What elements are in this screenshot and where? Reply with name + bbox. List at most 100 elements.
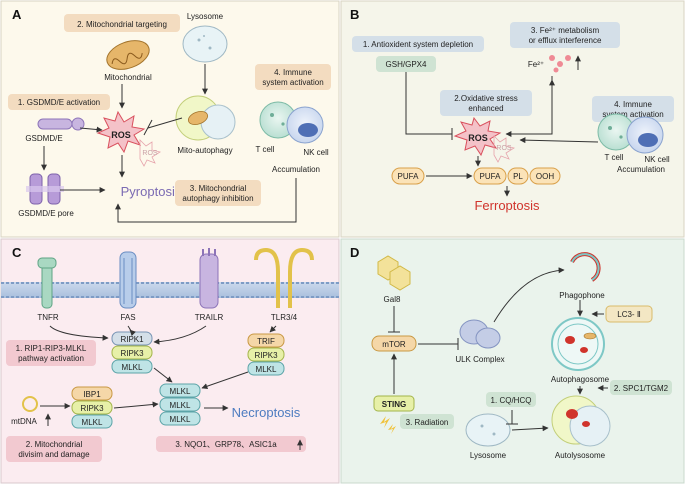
gsdmd-pore-label: GSDMD/E pore [18, 209, 74, 218]
pl-label: PL [513, 172, 523, 181]
lysosome-icon-d [465, 413, 511, 447]
gsh-gpx4-label: GSH/GPX4 [386, 60, 427, 69]
antioxidant-label: 1. Antioxident system depletion [363, 40, 473, 49]
fas-receptor-icon [119, 251, 137, 309]
ooh-label: OOH [536, 172, 554, 181]
immune-label-box-a [255, 64, 331, 90]
ibp1-pill [71, 386, 113, 401]
ripk3-label-b: RIPK3 [254, 351, 278, 360]
panel-b-letter: B [350, 7, 359, 22]
mtdna-label: mtDNA [11, 417, 37, 426]
mito-autophagy-label: Mito-autophagy [177, 146, 232, 155]
mitochondrial-label: Mitochondrial [104, 73, 152, 82]
fe-metabolism-label-box [510, 22, 620, 48]
gsdmd-activation-label-box [8, 94, 110, 110]
pl-pill [507, 167, 529, 185]
ros-ghost-label-a: ROS [142, 150, 158, 157]
pufa-left-label: PUFA [398, 172, 420, 181]
panel-a-letter: A [12, 7, 22, 22]
mlkl-pill-b [247, 361, 285, 376]
mlkl-label: MLKL [122, 363, 143, 372]
ros-ghost-label-b: ROS [496, 145, 512, 152]
panel-d-arrows [388, 267, 608, 432]
sting-box [373, 395, 415, 412]
lc3-box [605, 305, 653, 323]
ulk-complex-label: ULK Complex [455, 355, 504, 364]
fe2-label: Fe²⁺ [528, 60, 544, 69]
gsdmd-pore-icon [26, 173, 64, 205]
cq-hcq-label: 1. CQ/HCQ [491, 396, 532, 405]
oxidative-stress-line2: enhanced [468, 104, 503, 113]
ripk1-label: RIPK1 [120, 335, 144, 344]
ros-label-a: ROS [111, 130, 131, 140]
ripk3-pill-b [247, 347, 285, 362]
panel-c-arrows [40, 325, 277, 411]
autolysosome-icon [551, 395, 611, 447]
lysosome-label-d: Lysosome [470, 451, 507, 460]
autolysosome-label: Autolysosome [555, 451, 606, 460]
mlkl-oligomer-2 [159, 397, 201, 412]
rip-pathway-line2: pathway activation [18, 354, 84, 363]
oxidative-stress-line1: 2.Oxidative stress [454, 94, 518, 103]
tnfr-label: TNFR [37, 313, 59, 322]
nqo1-label: 3. NQO1、GRP78、ASIC1a [175, 440, 277, 449]
gsdmd-e-label: GSDMD/E [25, 134, 62, 143]
ros-label-b: ROS [468, 133, 488, 143]
autophagy-inhibition-line1: 3. Mitochondrial [190, 184, 247, 193]
panel-c-letter: C [12, 245, 22, 260]
ros-ghost-icon-b [493, 135, 516, 163]
antioxidant-label-box [352, 36, 484, 52]
mlkl-label-c: MLKL [82, 418, 103, 427]
spc1-label-box [610, 380, 672, 395]
ferroptosis-label: Ferroptosis [474, 198, 540, 213]
gsh-gpx4-box [376, 56, 436, 72]
cq-hcq-label-box [486, 392, 536, 407]
fas-label: FAS [120, 313, 135, 322]
pufa-left-pill [391, 167, 425, 185]
panel-d: D Gal8 Phagophone LC3- Ⅱ mTOR ULK Comple… [340, 238, 685, 484]
panel-d-letter: D [350, 245, 359, 260]
mtdna-icon [22, 396, 38, 412]
mito-division-line2: divisim and damage [18, 450, 90, 459]
accumulation-label-b: Accumulation [617, 165, 665, 174]
ripk3-pill-c [71, 400, 113, 415]
radiation-icon [380, 416, 396, 434]
autophagy-inhibition-line2: autophagy inhibition [182, 194, 253, 203]
mito-targeting-label: 2. Mitochondrial targeting [77, 20, 167, 29]
gal8-label: Gal8 [384, 295, 401, 304]
panel-a: A 2. Mitochondrial targeting Lysosome Mi… [0, 0, 340, 238]
nqo1-label-box [156, 436, 306, 452]
mlkl-oligomer-label-3: MLKL [170, 415, 191, 424]
ros-burst-icon-b [453, 116, 502, 157]
accumulation-label-a: Accumulation [272, 165, 320, 174]
gsdmd-activation-label: 1. GSDMD/E activation [18, 98, 100, 107]
mlkl-pill-c [71, 414, 113, 429]
ros-ghost-icon-a [139, 139, 162, 167]
mito-division-label-box [6, 436, 102, 462]
t-cell-label-a: T cell [256, 145, 275, 154]
rip-pathway-label-box [6, 340, 96, 366]
mlkl-label-b: MLKL [256, 365, 277, 374]
trailr-label: TRAILR [195, 313, 224, 322]
tlr-label: TLR3/4 [271, 313, 298, 322]
panel-a-arrows [41, 64, 297, 223]
ros-burst-icon-a [96, 110, 146, 154]
autophagy-inhibition-label-box [175, 180, 261, 206]
mlkl-oligomer-label-1: MLKL [170, 387, 191, 396]
fe-metabolism-line1: 3. Fe²⁺ metabolism [531, 26, 600, 35]
mito-autophagy-icon [175, 95, 236, 141]
sting-label: STING [382, 400, 406, 409]
ripk3-label-c: RIPK3 [80, 404, 104, 413]
autophagosome-label: Autophagosome [551, 375, 610, 384]
immune-label-a-line2: system activation [262, 78, 323, 87]
nk-cell-label-b: NK cell [644, 155, 670, 164]
mtor-label: mTOR [382, 340, 406, 349]
pufa-pill [473, 167, 507, 185]
trailr-receptor-icon [199, 248, 219, 309]
t-cell-label-b: T cell [605, 153, 624, 162]
panel-c: C TNFR FAS TRAILR TLR3/4 [0, 238, 340, 484]
fe-metabolism-line2: or efflux interference [529, 36, 602, 45]
panel-b-arrows [405, 72, 599, 197]
ripk3-label: RIPK3 [120, 349, 144, 358]
ripk3-pill [111, 345, 153, 360]
